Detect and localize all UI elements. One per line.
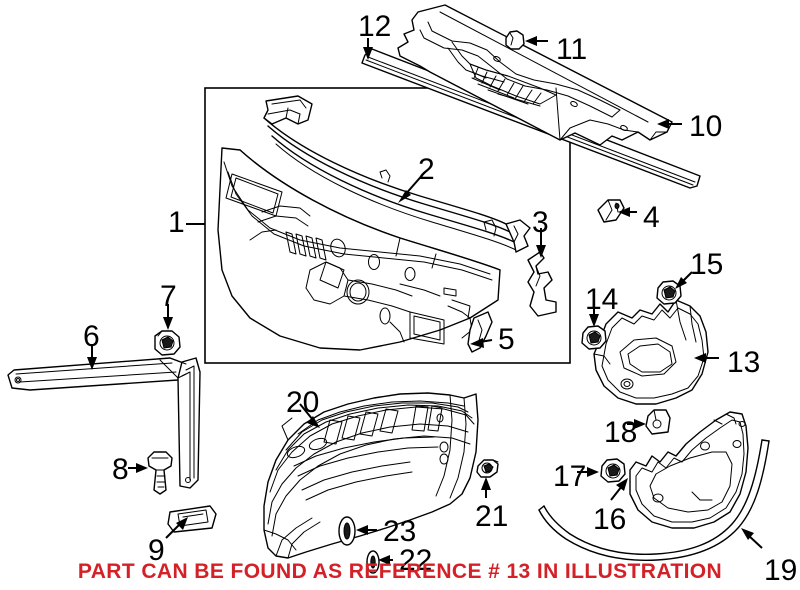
callout-label-14: 14 [585, 283, 619, 316]
part-dash-insulator-panel-lower [629, 411, 749, 529]
leader-12 [363, 38, 373, 60]
callout-label-16: 16 [593, 503, 627, 536]
part-insulator-retainer-clip [645, 409, 671, 435]
part-dash-seal-strip [538, 439, 770, 562]
callout-label-4: 4 [643, 201, 660, 234]
leader-6 [87, 344, 97, 370]
part-flange-nut-upper [154, 330, 181, 356]
part-hex-flange-bolt [147, 451, 173, 495]
leader-10 [657, 119, 682, 129]
callout-label-20: 20 [286, 386, 320, 419]
callout-label-6: 6 [83, 320, 100, 353]
leader-5 [470, 338, 493, 348]
leader-23 [356, 525, 377, 535]
callout-label-11: 11 [556, 33, 588, 66]
part-dash-insulator-panel-upper [593, 299, 709, 405]
callout-label-5: 5 [498, 323, 515, 356]
leader-7 [163, 304, 173, 330]
callout-label-9: 9 [148, 534, 165, 567]
leader-17 [577, 467, 599, 477]
callout-label-8: 8 [112, 453, 129, 486]
leader-22 [378, 555, 393, 565]
cowl-panel-assembly-group [204, 87, 571, 364]
callout-label-15: 15 [690, 248, 724, 281]
part-cowl-grille-vent-panel [397, 4, 673, 146]
leader-8 [128, 463, 148, 473]
callout-label-12: 12 [358, 10, 392, 43]
part-insulator-grommet-lower [600, 458, 626, 483]
leader-20 [299, 403, 320, 428]
leader-13 [694, 353, 719, 363]
leader-19 [741, 528, 763, 549]
leader-3 [536, 228, 546, 258]
callout-label-21: 21 [475, 500, 509, 533]
callout-label-23: 23 [383, 515, 417, 548]
reference-note: PART CAN BE FOUND AS REFERENCE # 13 IN I… [77, 560, 723, 583]
callout-label-17: 17 [553, 460, 587, 493]
part-cowl-clip-bracket [597, 199, 625, 223]
callout-label-3: 3 [532, 206, 549, 239]
part-cowl-top-panel [217, 95, 531, 351]
leader-21 [481, 477, 491, 498]
assembly-bounding-box [204, 87, 571, 364]
callout-label-18: 18 [604, 416, 638, 449]
leader-4 [618, 207, 637, 217]
callout-label-2: 2 [418, 153, 435, 186]
leader-15 [675, 271, 693, 289]
leader-9 [165, 517, 188, 539]
callout-label-1: 1 [168, 206, 185, 239]
callout-label-7: 7 [160, 280, 177, 313]
callout-label-13: 13 [727, 346, 761, 379]
leader-18 [627, 419, 646, 429]
leader-14 [589, 306, 599, 327]
part-dash-panel-stud-nut [476, 459, 499, 478]
part-dash-panel-plug-small [366, 550, 380, 574]
callout-label-22: 22 [399, 544, 433, 577]
part-insulator-push-grommet-right [656, 280, 682, 305]
leader-2 [398, 171, 426, 203]
leader-16 [610, 478, 628, 501]
part-lower-dash-panel [263, 392, 479, 559]
part-dash-panel-plug-large [338, 516, 356, 546]
part-side-rail-brace [7, 357, 201, 489]
part-cowl-side-bracket-right [527, 251, 557, 317]
part-cowl-lower-bracket [467, 311, 493, 353]
callout-label-19: 19 [764, 554, 798, 587]
leader-11 [525, 36, 548, 46]
part-insulator-push-grommet-left [581, 325, 607, 350]
part-cowl-grille-cap-plug [505, 30, 525, 50]
callout-label-10: 10 [689, 110, 723, 143]
